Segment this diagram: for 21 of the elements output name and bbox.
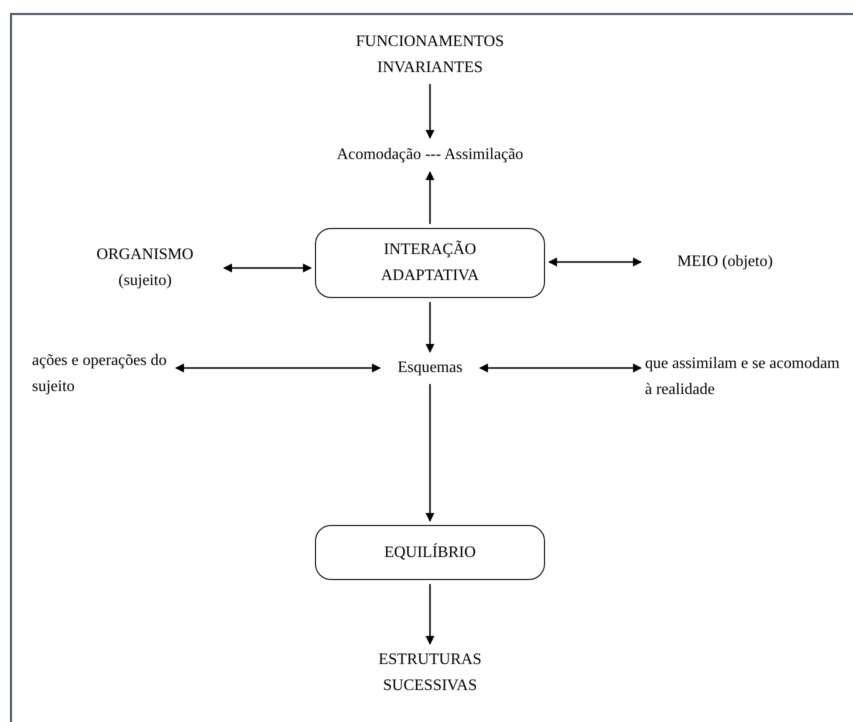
arrow bbox=[426, 384, 434, 522]
arrow bbox=[548, 258, 642, 266]
node-label: ações e operações do sujeito bbox=[32, 351, 168, 397]
node-label: Esquemas bbox=[398, 358, 462, 378]
node-label: ORGANISMO (sujeito) bbox=[96, 245, 194, 291]
arrow bbox=[426, 171, 434, 224]
node-label: EQUILÍBRIO bbox=[384, 542, 476, 563]
arrow bbox=[426, 584, 434, 645]
node-label: FUNCIONAMENTOS INVARIANTES bbox=[354, 32, 506, 78]
node-label: que assimilam e se acomodam à realidade bbox=[645, 354, 841, 400]
node-label: Acomodação --- Assimilação bbox=[336, 145, 524, 166]
arrow bbox=[426, 302, 434, 353]
arrow bbox=[426, 84, 434, 139]
node-label: INTERAÇÃO ADAPTATIVA bbox=[380, 240, 480, 286]
arrow bbox=[479, 364, 642, 372]
arrow bbox=[223, 264, 312, 272]
rounded-process-box bbox=[315, 525, 545, 580]
rounded-process-box bbox=[315, 228, 545, 298]
node-label: ESTRUTURAS SUCESSIVAS bbox=[377, 650, 483, 696]
arrow bbox=[175, 364, 381, 372]
node-label: MEIO (objeto) bbox=[677, 252, 773, 272]
